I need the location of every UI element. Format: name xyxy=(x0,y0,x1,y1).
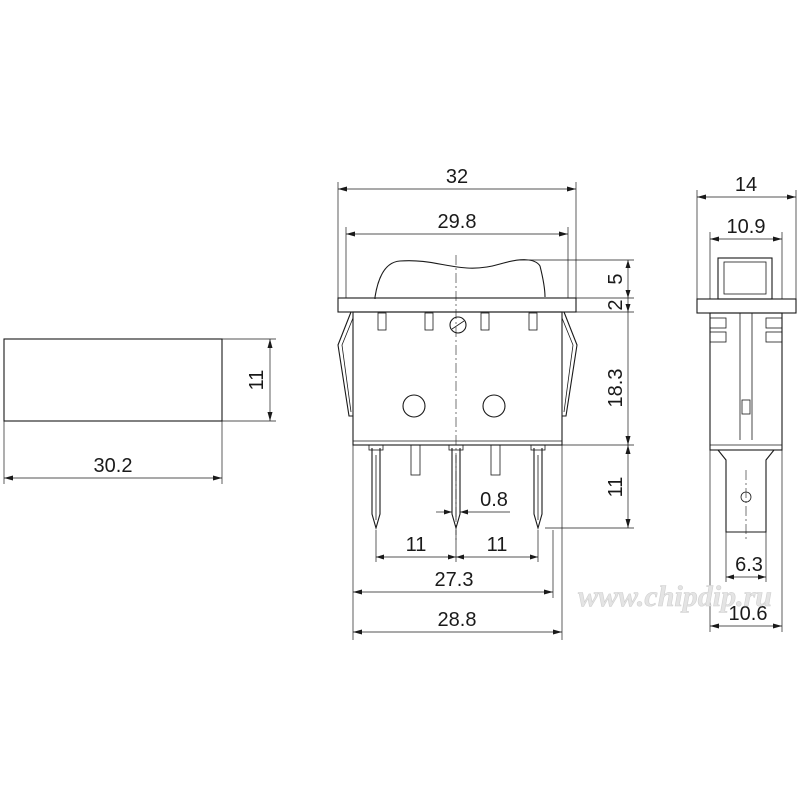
terminal-width-label: 6.3 xyxy=(735,554,763,576)
snap-ear-right xyxy=(562,311,578,417)
post-left xyxy=(410,444,421,476)
overall-depth-label: 14 xyxy=(735,174,757,196)
pin-outer-span-label: 27.3 xyxy=(435,569,474,591)
body-width-label: 28.8 xyxy=(438,609,477,631)
pin-length-label: 11 xyxy=(605,477,627,498)
rocker-height-label: 5 xyxy=(605,273,627,284)
switch-body xyxy=(352,311,563,446)
screw-head xyxy=(449,316,467,334)
post-right xyxy=(490,444,501,476)
pin-right xyxy=(533,448,543,531)
frame-width-label: 29.8 xyxy=(438,211,477,233)
front-width-label: 30.2 xyxy=(94,455,133,477)
rocker-cap xyxy=(374,259,546,298)
front-height-label: 11 xyxy=(246,370,268,391)
pin-pitch-left-label: 11 xyxy=(406,534,427,556)
cap-width-label: 10.9 xyxy=(727,216,766,238)
flange-thickness-label: 2 xyxy=(605,299,627,310)
overall-width-label: 32 xyxy=(446,166,468,188)
end-body xyxy=(709,312,783,451)
body-height-label: 18.3 xyxy=(605,369,627,408)
side-view: 32 29.8 5 2 18.3 11 0.8 xyxy=(337,166,634,640)
pin-middle xyxy=(451,448,461,531)
pin-left xyxy=(371,448,381,531)
end-flange xyxy=(696,298,797,314)
pin-pitch-right-label: 11 xyxy=(487,534,508,556)
front-view: 30.2 11 xyxy=(3,338,276,484)
body-hole-left xyxy=(402,394,426,418)
flange xyxy=(337,297,577,313)
pin-thickness-label: 0.8 xyxy=(480,489,508,511)
end-cap xyxy=(717,257,773,300)
snap-ear-left xyxy=(337,311,353,417)
front-view-outline xyxy=(3,338,223,422)
watermark: www.chipdip.ru xyxy=(578,580,772,613)
body-hole-right xyxy=(482,394,506,418)
end-view: 14 10.9 6.3 10.6 xyxy=(696,174,797,632)
body-depth-label: 10.6 xyxy=(729,603,768,625)
